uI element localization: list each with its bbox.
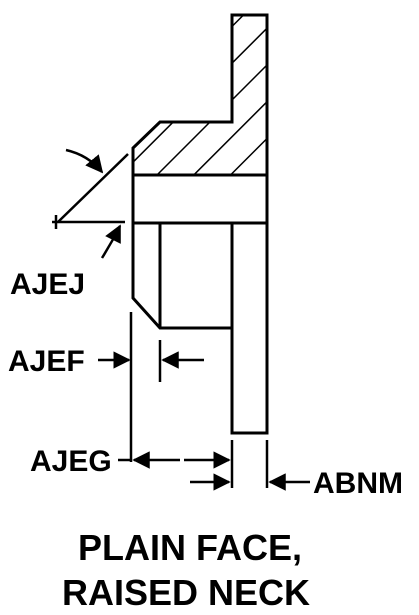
flange-part: [131, 13, 269, 435]
ajej-angle-indicator: [52, 148, 129, 259]
flange-hatched-section: [131, 13, 269, 177]
ajeg-dimension: [118, 440, 234, 488]
label-abnm: ABNM: [313, 467, 403, 500]
ajej-lower-arrow: [100, 224, 122, 259]
label-ajeg: AJEG: [30, 445, 112, 478]
caption-line-2: RAISED NECK: [62, 572, 310, 613]
neck-profile: [131, 223, 232, 330]
label-ajef: AJEF: [8, 345, 85, 378]
ajej-angle-line: [57, 153, 129, 223]
label-ajej: AJEJ: [10, 268, 85, 301]
caption-line-1: PLAIN FACE,: [78, 527, 302, 568]
flange-lower-plate: [230, 223, 269, 435]
ajej-upper-arrow: [65, 148, 104, 174]
flange-band: [131, 173, 269, 225]
ajef-dimension: [98, 312, 204, 462]
abnm-dimension: [190, 440, 310, 491]
